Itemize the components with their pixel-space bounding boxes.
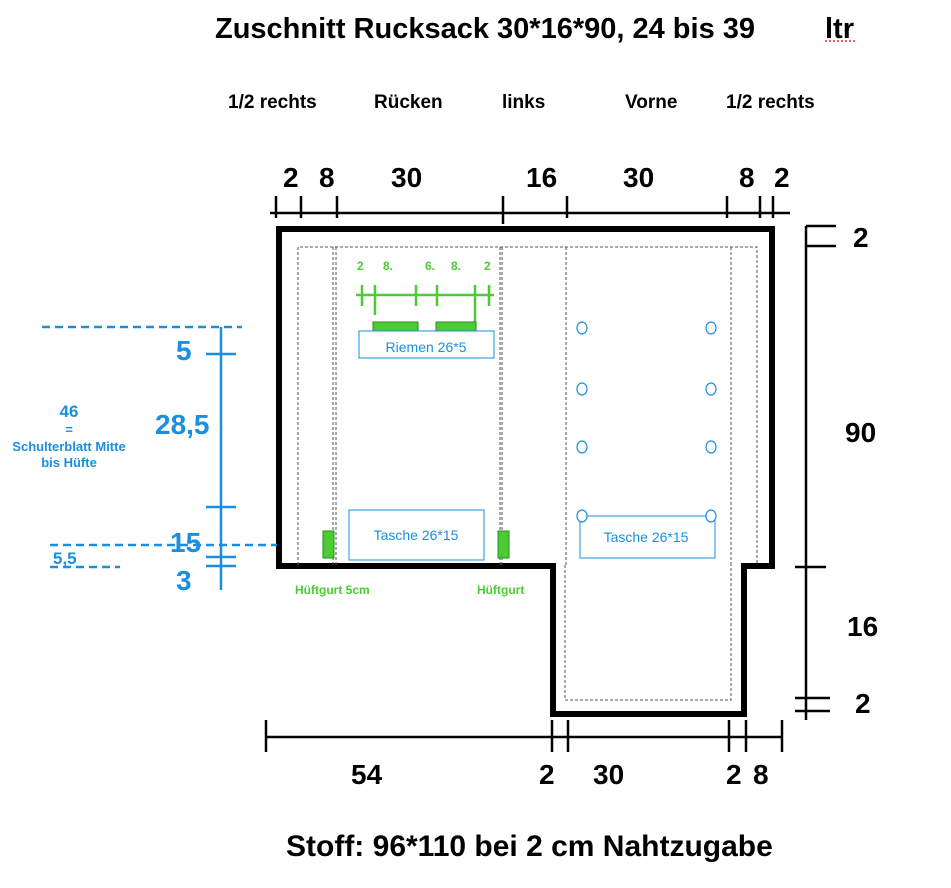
left-dim-5: 5 xyxy=(176,335,192,366)
section-left: links xyxy=(502,92,545,113)
left-dim-5-5: 5,5 xyxy=(53,549,77,568)
left-dim-28-5: 28,5 xyxy=(155,409,210,440)
right-dimension-line xyxy=(795,224,836,720)
pocket-back-box xyxy=(348,509,485,561)
hip-belt-right-label: Hüftgurt xyxy=(477,583,524,597)
eyelets xyxy=(576,321,717,523)
note-line1: Schulterblatt Mitte xyxy=(12,439,125,454)
pocket-back-label: Tasche 26*15 xyxy=(374,527,459,543)
hip-belt-right-piece xyxy=(497,530,510,559)
right-dim-16: 16 xyxy=(847,611,878,642)
left-dim-15: 15 xyxy=(170,527,201,558)
strap-label: Riemen 26*5 xyxy=(386,339,467,355)
hip-belt-left-label: Hüftgurt 5cm xyxy=(295,583,370,597)
section-front: Vorne xyxy=(625,92,677,113)
strap-label-box xyxy=(358,330,495,359)
strap-dim-2b: 2 xyxy=(484,259,491,273)
top-dim-2b: 2 xyxy=(774,162,790,193)
top-dim-16: 16 xyxy=(526,162,557,193)
top-dim-30b: 30 xyxy=(623,162,654,193)
fabric-note: Stoff: 96*110 bei 2 cm Nahtzugabe xyxy=(286,830,773,863)
top-dim-8b: 8 xyxy=(739,162,755,193)
strap-dim-2a: 2 xyxy=(357,259,364,273)
note-value: 46 xyxy=(60,402,79,421)
bottom-dim-54: 54 xyxy=(351,759,383,790)
hip-belt-left-piece xyxy=(322,530,335,559)
bottom-dimension-line xyxy=(264,720,784,752)
right-dim-90: 90 xyxy=(845,417,876,448)
pocket-front-label: Tasche 26*15 xyxy=(604,529,689,545)
left-blue-dimension-line xyxy=(42,325,277,590)
top-dim-30a: 30 xyxy=(391,162,422,193)
bottom-dim-2b: 2 xyxy=(726,759,742,790)
right-dim-2a: 2 xyxy=(853,222,869,253)
bottom-dim-30: 30 xyxy=(593,759,624,790)
strap-dim-8a: 8. xyxy=(383,259,393,273)
top-dim-8a: 8 xyxy=(319,162,335,193)
top-dimension-line xyxy=(270,196,790,224)
panel-divider-lines xyxy=(332,247,732,565)
note-line2: bis Hüfte xyxy=(41,455,97,470)
section-half-right-right: 1/2 rechts xyxy=(726,92,815,113)
pattern-outline xyxy=(276,226,775,717)
pocket-front-box xyxy=(579,515,716,559)
seam-allowance-lines xyxy=(297,246,758,701)
section-back: Rücken xyxy=(374,92,443,113)
top-dim-2a: 2 xyxy=(283,162,299,193)
title-suffix: ltr xyxy=(825,13,854,45)
strap-dim-6: 6. xyxy=(425,259,435,273)
bottom-dim-2a: 2 xyxy=(539,759,555,790)
right-dim-2b: 2 xyxy=(855,688,871,719)
diagram-title: Zuschnitt Rucksack 30*16*90, 24 bis 39 xyxy=(215,13,755,45)
left-dim-3: 3 xyxy=(176,565,192,596)
section-half-right-left: 1/2 rechts xyxy=(228,92,317,113)
strap-dim-8b: 8. xyxy=(451,259,461,273)
note-equals: = xyxy=(65,422,73,437)
bottom-dim-8: 8 xyxy=(753,759,769,790)
strap-measure-line xyxy=(356,285,494,325)
